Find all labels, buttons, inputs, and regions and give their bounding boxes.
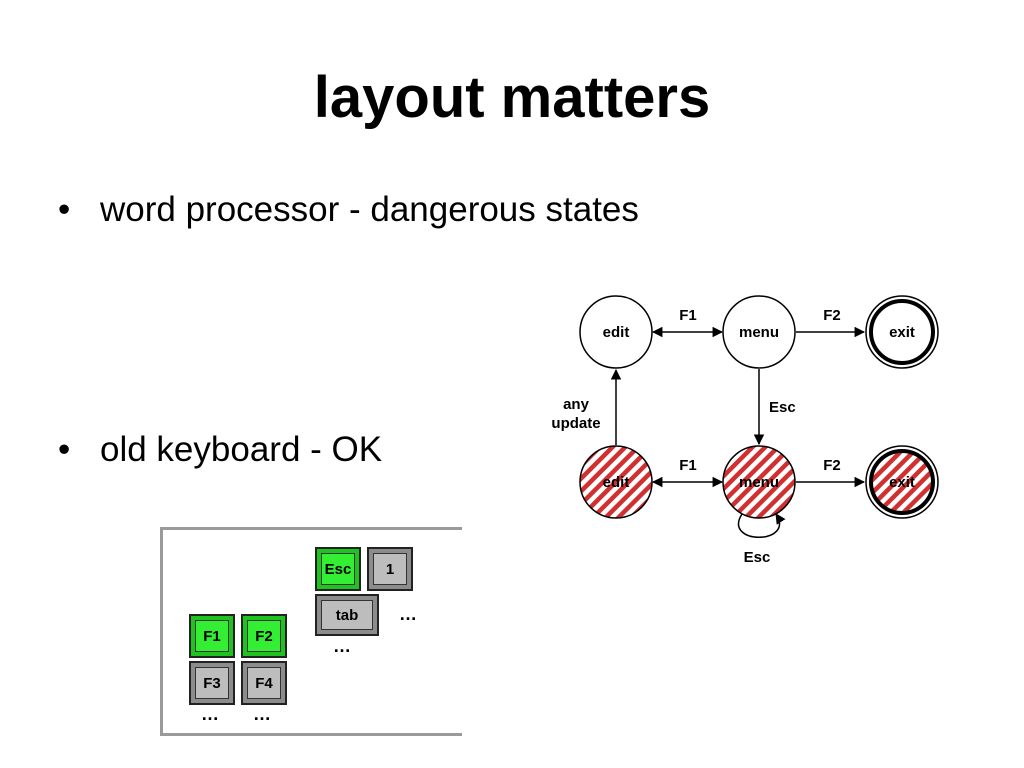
slide-title: layout matters xyxy=(313,65,711,130)
bullet-marker: • xyxy=(58,190,71,229)
key-tab: tab xyxy=(315,594,379,636)
edge-label-self-esc: Esc xyxy=(744,549,771,566)
keyboard-illustration: Esc 1 tab … … F1 F2 F3 F4 … … xyxy=(160,527,462,736)
key-label: F2 xyxy=(247,620,281,652)
key-1: 1 xyxy=(367,547,413,591)
state-diagram: edit menu exit edit menu exit F1 F2 F1 F… xyxy=(551,295,939,566)
edge-label-esc: Esc xyxy=(769,399,796,416)
node-exit-dangerous: exit xyxy=(865,445,939,519)
edge-self-loop-esc xyxy=(738,513,786,538)
edge-label-update: update xyxy=(551,415,600,432)
key-label: F4 xyxy=(247,667,281,699)
node-label: edit xyxy=(603,474,630,491)
key-label: tab xyxy=(321,600,373,630)
edge-label-any: any xyxy=(563,396,590,413)
node-label: exit xyxy=(889,324,915,341)
edge-label-f1-bottom: F1 xyxy=(679,457,697,474)
node-label: menu xyxy=(739,324,779,341)
ellipsis-below-f3: … xyxy=(201,704,219,724)
key-f3: F3 xyxy=(189,661,235,705)
bullet-text: word processor - dangerous states xyxy=(100,190,639,229)
key-label: Esc xyxy=(321,553,355,585)
node-exit-safe: exit xyxy=(865,295,939,369)
key-esc: Esc xyxy=(315,547,361,591)
node-label: exit xyxy=(889,474,915,491)
ellipsis-below-tab: … xyxy=(333,636,351,656)
edge-label-f1-top: F1 xyxy=(679,307,697,324)
bullet-marker: • xyxy=(58,430,71,469)
bullet-word-processor: • word processor - dangerous states xyxy=(58,188,639,232)
ellipsis-row2: … xyxy=(399,604,417,624)
node-menu-safe: menu xyxy=(722,295,796,369)
node-menu-dangerous: menu xyxy=(722,445,796,519)
key-f4: F4 xyxy=(241,661,287,705)
bullet-text: old keyboard - OK xyxy=(100,430,383,469)
key-label: F3 xyxy=(195,667,229,699)
node-label: menu xyxy=(739,474,779,491)
key-f1: F1 xyxy=(189,614,235,658)
node-edit-dangerous: edit xyxy=(579,445,653,519)
node-label: edit xyxy=(603,324,630,341)
key-f2: F2 xyxy=(241,614,287,658)
key-label: 1 xyxy=(373,553,407,585)
edge-label-f2-top: F2 xyxy=(823,307,841,324)
node-edit-safe: edit xyxy=(579,295,653,369)
bullet-old-keyboard: • old keyboard - OK xyxy=(58,428,382,472)
edge-label-f2-bottom: F2 xyxy=(823,457,841,474)
key-label: F1 xyxy=(195,620,229,652)
ellipsis-below-f4: … xyxy=(253,704,271,724)
